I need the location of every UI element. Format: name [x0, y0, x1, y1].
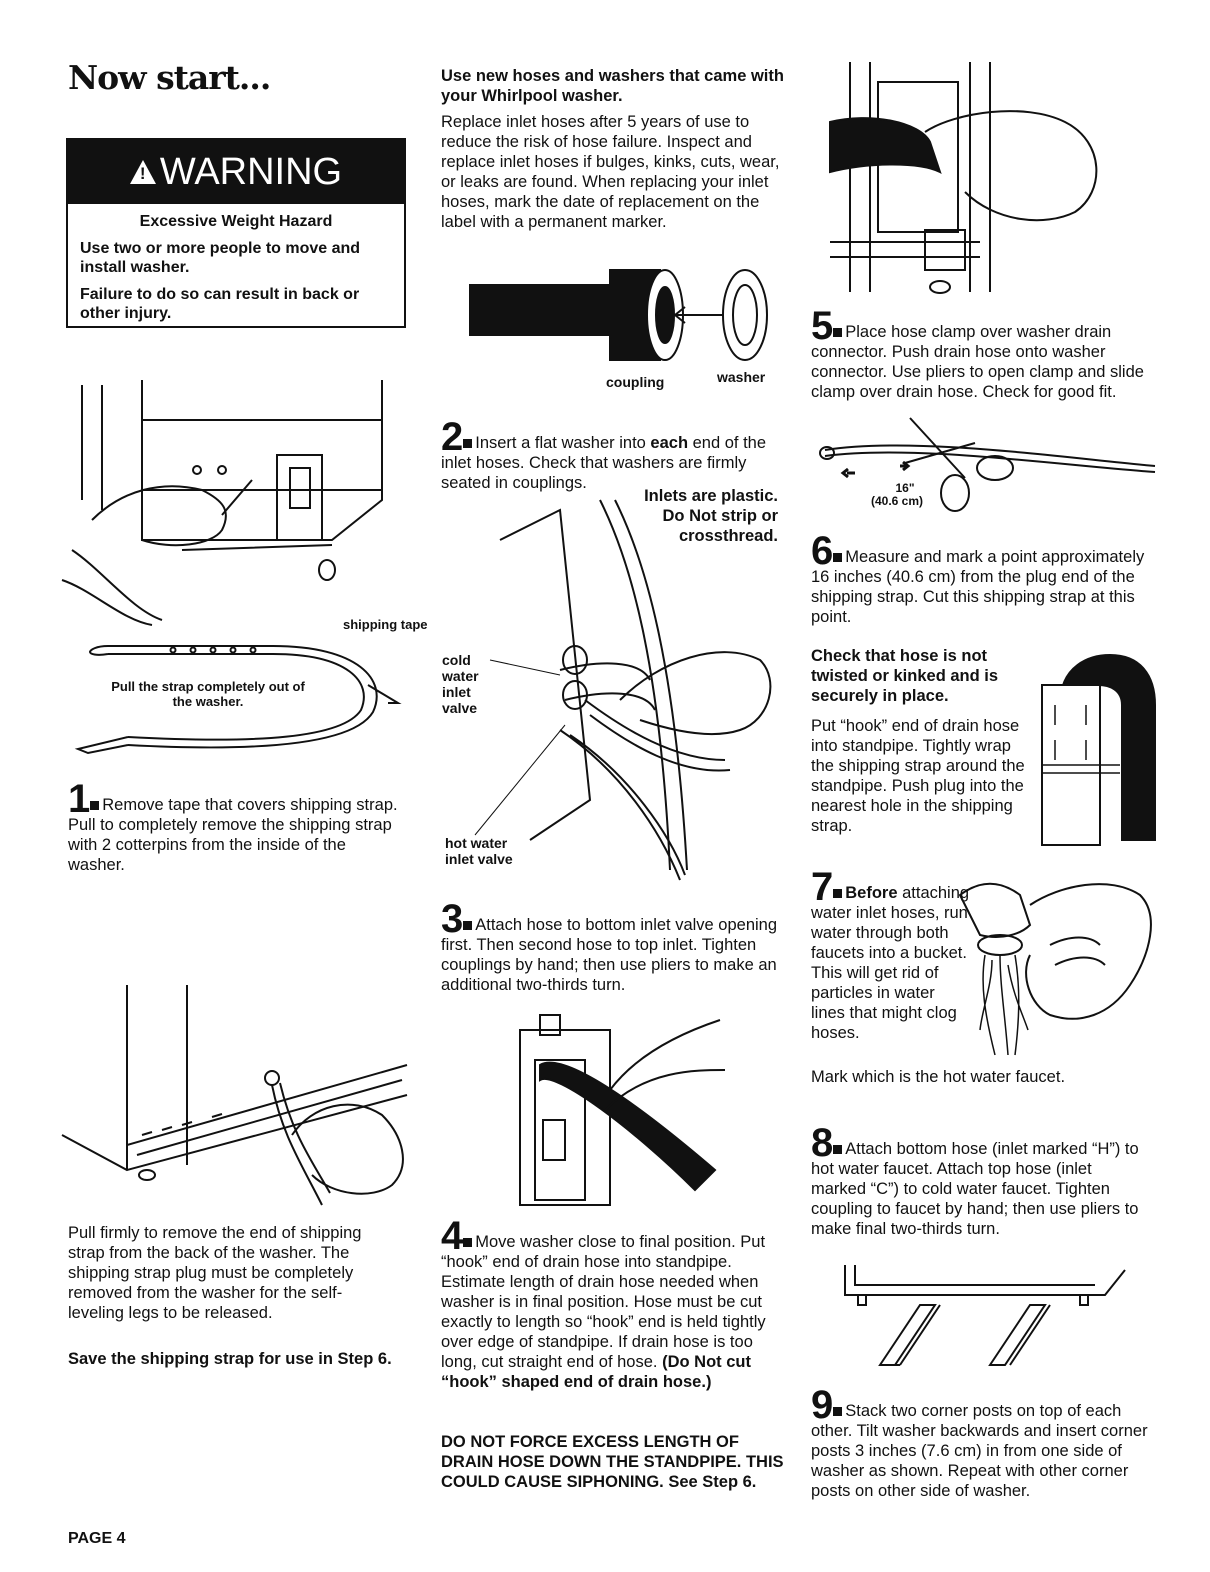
warning-header: WARNING — [68, 140, 404, 204]
step-7-hot-faucet-text: Mark which is the hot water faucet. — [811, 1068, 1066, 1086]
warning-title: WARNING — [159, 151, 343, 193]
step-4-number: 4 — [441, 1214, 463, 1258]
shipping-tape-label: shipping tape — [343, 617, 428, 632]
warning-hazard: Excessive Weight Hazard — [139, 213, 333, 230]
step-8-number: 8 — [811, 1121, 833, 1165]
hoses-text: Replace inlet hoses after 5 years of use… — [441, 113, 780, 231]
strap-plug-removal-illustration — [61, 985, 408, 1206]
save-strap-note: Save the shipping strap for use in Step … — [68, 1350, 392, 1368]
warning-line-2: Failure to do so can result in back or o… — [80, 286, 360, 322]
cold-water-valve-label: cold water inlet valve — [442, 652, 479, 716]
bullet-square-icon — [463, 920, 473, 930]
step-9-number: 9 — [811, 1383, 833, 1427]
coupling-label: coupling — [606, 374, 665, 390]
inlet-valves-illustration — [499, 499, 772, 881]
step-2-text-a: Insert a flat washer into — [475, 434, 651, 452]
step-7-lead: Before — [845, 884, 898, 902]
hose-check-note: Check that hose is not twisted or kinked… — [811, 647, 999, 705]
shipping-strap-illustration — [74, 645, 402, 755]
step-2-number: 2 — [441, 415, 463, 459]
pull-strap-text: Pull firmly to remove the end of shippin… — [68, 1224, 362, 1322]
corner-posts-illustration — [844, 1265, 1126, 1366]
bullet-square-icon — [463, 438, 473, 448]
bullet-square-icon — [833, 552, 843, 562]
bullet-square-icon — [463, 1237, 473, 1247]
remove-tape-illustration — [61, 380, 383, 626]
step-1-text: Remove tape that covers shipping strap. … — [68, 796, 398, 874]
drain-hose-standpipe-illustration — [519, 1014, 726, 1206]
step-3-text: Attach hose to bottom inlet valve openin… — [441, 916, 778, 994]
page-title: Now start... — [68, 58, 271, 97]
measure-cm-label: (40.6 cm) — [870, 494, 924, 508]
step-2-text-bold: each — [650, 434, 689, 452]
step-4-text: Move washer close to final position. Put… — [441, 1233, 766, 1371]
hot-water-valve-label: hot water inlet valve — [445, 835, 513, 867]
drain-connector-illustration — [829, 62, 1098, 294]
warning-line-1: Use two or more people to move and insta… — [80, 240, 361, 276]
bullet-square-icon — [833, 1144, 843, 1154]
warning-triangle-icon — [129, 160, 156, 184]
washer-label: washer — [717, 369, 766, 385]
standpipe-illustration — [1041, 653, 1156, 846]
step-2-text-b: end of the inlet hoses. Check that washe… — [441, 434, 767, 492]
bullet-square-icon — [833, 888, 843, 898]
bullet-square-icon — [90, 800, 100, 810]
hoses-heading: Use new hoses and washers that came with… — [441, 67, 784, 105]
hot-valve-leader-line — [474, 724, 566, 836]
step-2-note: Inlets are plastic. Do Not strip or cros… — [644, 487, 778, 545]
step-7: 7 Before attaching water inlet hoses, run… — [811, 867, 971, 1043]
step-2: 2 Insert a flat washer into each end of t… — [441, 417, 786, 493]
step-8-text: Attach bottom hose (inlet marked “H”) to… — [811, 1140, 1139, 1238]
step-5-number: 5 — [811, 304, 833, 348]
step-4-text-bold: (Do Not cut “hook” shaped end of drain h… — [441, 1353, 751, 1391]
page-number: PAGE 4 — [68, 1530, 126, 1547]
step-9-text: Stack two corner posts on top of each ot… — [811, 1402, 1148, 1500]
bullet-square-icon — [833, 1406, 843, 1416]
step-5-text: Place hose clamp over washer drain conne… — [811, 323, 1144, 401]
warning-box: WARNING Excessive Weight Hazard Use two … — [66, 138, 406, 328]
step-7-text: attaching water inlet hoses, run water t… — [811, 884, 970, 1042]
step-7-number: 7 — [811, 865, 833, 909]
faucet-running-illustration — [958, 882, 1152, 1056]
cold-valve-leader-line — [489, 659, 561, 676]
bullet-square-icon — [833, 327, 843, 337]
measure-inches-label: 16" — [895, 481, 915, 495]
step-6-standpipe-text: Put “hook” end of drain hose into standp… — [811, 717, 1025, 835]
step-3-number: 3 — [441, 897, 463, 941]
step-6-text: Measure and mark a point approximately 1… — [811, 548, 1145, 626]
measure-cut-strap-illustration — [819, 417, 1156, 512]
step-6-number: 6 — [811, 529, 833, 573]
coupling-washer-illustration — [469, 269, 768, 361]
step-1-number: 1 — [68, 777, 90, 821]
strap-caption: Pull the strap completely out of the was… — [111, 679, 305, 709]
siphon-caution: DO NOT FORCE EXCESS LENGTH OF DRAIN HOSE… — [441, 1433, 784, 1491]
